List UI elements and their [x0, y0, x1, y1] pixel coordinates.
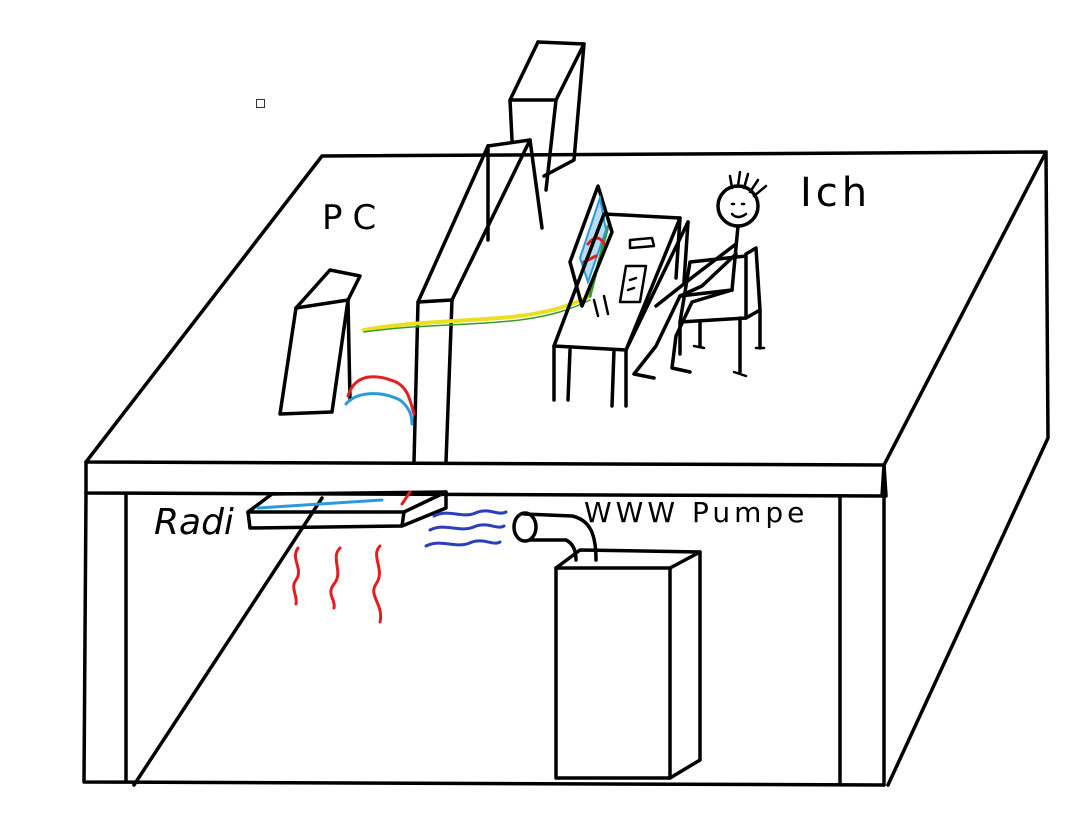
room-box [82, 150, 1050, 787]
small-square [256, 99, 265, 108]
radiator [246, 490, 448, 530]
label-ich: Ich [800, 170, 872, 216]
label-pc: PC [322, 198, 387, 238]
pc-case [278, 268, 362, 416]
label-radi: Radi [154, 502, 234, 543]
cable [362, 224, 610, 333]
airflow-waves [424, 509, 508, 548]
pipes [344, 375, 416, 426]
divider-wall [412, 40, 586, 464]
heat-waves [292, 544, 383, 624]
desk [552, 212, 690, 408]
label-pumpe: WWW Pumpe [584, 496, 809, 529]
chair [678, 246, 766, 378]
heat-pump [512, 511, 702, 780]
